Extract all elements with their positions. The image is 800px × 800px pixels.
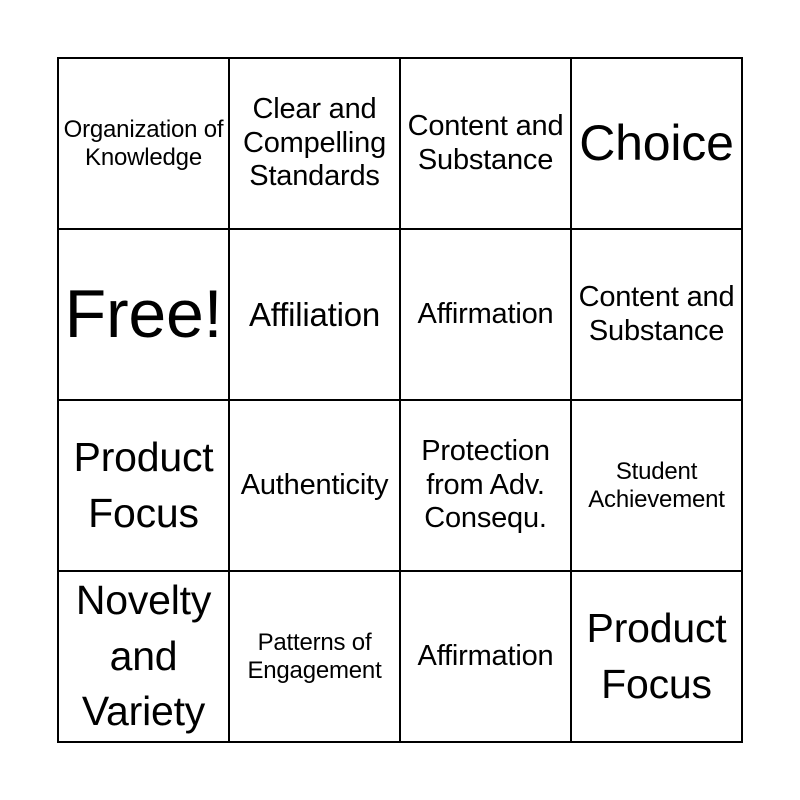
bingo-cell[interactable]: Choice (572, 59, 743, 230)
bingo-cell[interactable]: Clear and Compelling Standards (230, 59, 401, 230)
bingo-cell-label: Content and Substance (578, 281, 735, 347)
bingo-cell-label: Clear and Compelling Standards (242, 93, 387, 193)
bingo-cell-label: Authenticity (240, 468, 389, 501)
bingo-cell[interactable]: Content and Substance (572, 230, 743, 401)
bingo-cell-label: Student Achievement (588, 457, 725, 513)
bingo-cell-label: Affiliation (248, 295, 381, 333)
bingo-cell-label: Organization of Knowledge (63, 115, 224, 171)
bingo-cell-label: Protection from Adv. Consequ. (421, 435, 550, 535)
bingo-cell[interactable]: Free! (59, 230, 230, 401)
bingo-cell[interactable]: Affiliation (230, 230, 401, 401)
bingo-cell-label: Choice (579, 114, 734, 171)
bingo-cell[interactable]: Student Achievement (572, 401, 743, 572)
bingo-cell-label: Patterns of Engagement (247, 628, 382, 684)
bingo-cell-label: Product Focus (586, 605, 727, 707)
bingo-cell[interactable]: Protection from Adv. Consequ. (401, 401, 572, 572)
bingo-cell-label: Affirmation (417, 297, 554, 330)
bingo-cell-label: Product Focus (73, 434, 214, 536)
bingo-cell[interactable]: Organization of Knowledge (59, 59, 230, 230)
bingo-cell[interactable]: Affirmation (401, 572, 572, 743)
bingo-cell[interactable]: Authenticity (230, 401, 401, 572)
bingo-cell[interactable]: Novelty and Variety (59, 572, 230, 743)
bingo-cell[interactable]: Product Focus (572, 572, 743, 743)
bingo-cell[interactable]: Product Focus (59, 401, 230, 572)
bingo-cell-label: Novelty and Variety (75, 577, 212, 735)
bingo-cell-label: Affirmation (417, 639, 554, 672)
bingo-card: Organization of Knowledge Clear and Compe… (57, 57, 743, 743)
bingo-cell-label: Content and Substance (407, 110, 564, 176)
bingo-cell[interactable]: Content and Substance (401, 59, 572, 230)
bingo-cell[interactable]: Patterns of Engagement (230, 572, 401, 743)
bingo-cell-label: Free! (64, 276, 223, 353)
bingo-cell[interactable]: Affirmation (401, 230, 572, 401)
